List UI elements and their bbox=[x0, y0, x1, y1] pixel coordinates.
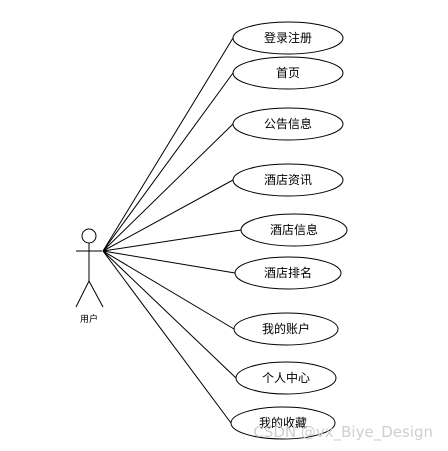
use-case-ellipse-personal-center bbox=[235, 361, 337, 395]
actor-label: 用户 bbox=[80, 313, 98, 325]
use-case-hotel-info: 酒店信息 bbox=[240, 213, 348, 247]
use-case-login: 登录注册 bbox=[232, 21, 344, 55]
use-case-hotel-news: 酒店资讯 bbox=[232, 163, 344, 197]
use-case-home: 首页 bbox=[232, 56, 344, 90]
use-case-ellipse-login bbox=[232, 21, 344, 55]
association-line-hotel-news bbox=[102, 179, 234, 252]
use-case-ellipse-my-account bbox=[233, 312, 339, 346]
use-case-label-home: 首页 bbox=[276, 66, 300, 80]
use-case-label-personal-center: 个人中心 bbox=[262, 370, 310, 385]
use-case-label-hotel-news: 酒店资讯 bbox=[264, 173, 312, 187]
association-line-my-account bbox=[102, 250, 235, 330]
use-case-label-my-account: 我的账户 bbox=[262, 321, 310, 336]
actor-right-leg bbox=[88, 280, 104, 308]
use-case-hotel-rank: 酒店排名 bbox=[234, 256, 342, 290]
watermark-text: CSDN @vx_Biye_Design bbox=[253, 423, 433, 442]
association-line-my-favorites bbox=[102, 250, 232, 424]
use-case-my-account: 我的账户 bbox=[233, 312, 339, 346]
use-case-label-my-favorites: 我的收藏 bbox=[259, 415, 307, 430]
use-case-ellipse-hotel-news bbox=[232, 163, 344, 197]
use-case-label-notice: 公告信息 bbox=[264, 116, 312, 131]
use-case-ellipse-notice bbox=[232, 107, 344, 141]
use-case-my-favorites: 我的收藏 bbox=[230, 406, 336, 440]
association-line-home bbox=[102, 72, 234, 252]
use-case-notice: 公告信息 bbox=[232, 107, 344, 141]
use-case-ellipse-home bbox=[232, 56, 344, 90]
use-case-ellipse-my-favorites bbox=[230, 406, 336, 440]
use-case-ellipse-hotel-rank bbox=[234, 256, 342, 290]
use-case-label-hotel-info: 酒店信息 bbox=[270, 222, 318, 237]
actor-left-leg bbox=[75, 280, 90, 308]
association-line-hotel-rank bbox=[102, 250, 236, 274]
use-case-ellipse-hotel-info bbox=[240, 213, 348, 247]
association-line-notice bbox=[102, 123, 234, 252]
actor-head bbox=[81, 228, 97, 244]
association-line-hotel-info bbox=[102, 229, 242, 252]
actor-user: 用户 bbox=[75, 228, 104, 325]
association-lines bbox=[102, 37, 242, 424]
use-case-label-login: 登录注册 bbox=[264, 30, 312, 45]
association-line-login bbox=[102, 37, 234, 252]
association-line-personal-center bbox=[102, 250, 237, 379]
use-case-label-hotel-rank: 酒店排名 bbox=[264, 265, 312, 280]
use-case-personal-center: 个人中心 bbox=[235, 361, 337, 395]
